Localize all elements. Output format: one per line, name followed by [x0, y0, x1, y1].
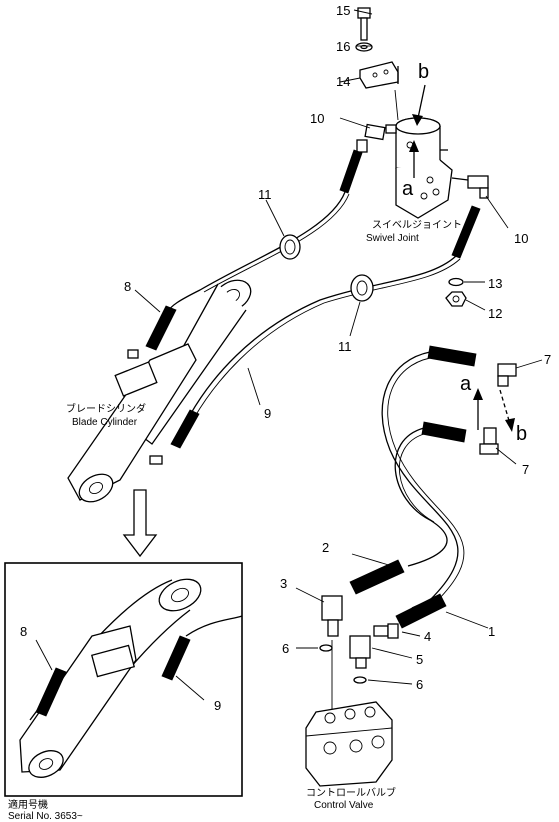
- washer-16: [355, 42, 373, 52]
- hose-2-fitting: [349, 559, 405, 595]
- hose-2-inner: [398, 433, 435, 523]
- o-ring-6-right: [353, 676, 367, 684]
- callout-9-main: 9: [264, 406, 271, 421]
- label-serial-jp: 適用号機: [8, 798, 48, 811]
- label-valve-jp: コントロールバルブ: [306, 786, 396, 799]
- elbow-5: [349, 635, 371, 669]
- o-ring-6-left: [319, 644, 333, 652]
- clamp-11-lower: [350, 274, 374, 302]
- hose-1-fitting: [395, 593, 447, 629]
- inset-blade-cylinder: [19, 578, 243, 778]
- callout-6-left: 6: [282, 641, 289, 656]
- callout-3: 3: [280, 576, 287, 591]
- callout-10-left: 10: [310, 111, 324, 126]
- elbow-3: [321, 595, 343, 637]
- down-arrow: [122, 489, 158, 558]
- callout-4: 4: [424, 629, 431, 644]
- elbow-10-left: [356, 123, 386, 153]
- callout-6-right: 6: [416, 677, 423, 692]
- callout-8-inset: 8: [20, 624, 27, 639]
- hose-upper-right: [189, 255, 457, 416]
- hose-2: [394, 427, 448, 567]
- callout-7-lower: 7: [522, 462, 529, 477]
- hose-top-fitting-b: [421, 421, 467, 443]
- letter-b-mid: b: [516, 423, 527, 445]
- blade-cylinder: [67, 279, 252, 503]
- callout-11-lower: 11: [338, 339, 352, 354]
- callout-2: 2: [322, 540, 329, 555]
- bolt-15: [357, 7, 371, 41]
- arrow-b-top: [412, 84, 426, 126]
- washer-13: [448, 277, 464, 287]
- hose-upper-right-inner: [193, 258, 461, 419]
- nut-12: [445, 291, 467, 307]
- callout-13: 13: [488, 276, 502, 291]
- bracket-14: [359, 61, 399, 89]
- adapter-4: [373, 623, 399, 639]
- arrow-a-top: [409, 140, 419, 178]
- label-swivel-jp: スイベルジョイント: [372, 219, 462, 231]
- hose-upper-left-inner: [203, 193, 350, 293]
- callout-1: 1: [488, 624, 495, 639]
- callout-5: 5: [416, 652, 423, 667]
- letter-a-mid: a: [460, 373, 472, 395]
- callout-11-upper: 11: [258, 187, 272, 202]
- callout-15: 15: [336, 3, 350, 18]
- label-swivel-en: Swivel Joint: [366, 233, 419, 244]
- label-serial-en: Serial No. 3653~: [8, 811, 83, 822]
- callout-8-main: 8: [124, 279, 131, 294]
- callout-10-right: 10: [514, 231, 528, 246]
- label-blade-en: Blade Cylinder: [72, 417, 138, 428]
- hose-fitting-left-upper: [339, 149, 363, 194]
- hose-upper-left: [167, 191, 346, 313]
- elbow-7-upper: [497, 363, 517, 387]
- inset-box: [4, 562, 243, 797]
- letter-a-top: a: [402, 178, 414, 200]
- control-valve: [305, 701, 393, 787]
- swivel-joint: [385, 117, 453, 219]
- elbow-7-lower: [479, 427, 499, 455]
- elbow-10-right: [451, 175, 489, 199]
- hose-1-inner: [387, 357, 465, 603]
- callout-9-inset: 9: [214, 698, 221, 713]
- hose-fitting-right-upper: [451, 205, 481, 259]
- hose-top-fitting-a: [427, 345, 477, 367]
- callout-16: 16: [336, 39, 350, 54]
- label-valve-en: Control Valve: [314, 800, 374, 811]
- hose-fitting-8: [145, 305, 177, 351]
- callout-14: 14: [336, 74, 350, 89]
- label-blade-jp: ブレードシリンダ: [66, 402, 146, 415]
- hose-fitting-9-cyl: [170, 409, 200, 449]
- arrow-a-mid: [473, 388, 483, 430]
- letter-b-top: b: [418, 61, 429, 83]
- callout-12: 12: [488, 306, 502, 321]
- arrow-b-mid: [499, 389, 515, 432]
- callout-7-upper: 7: [544, 352, 551, 367]
- clamp-11-upper: [279, 234, 301, 260]
